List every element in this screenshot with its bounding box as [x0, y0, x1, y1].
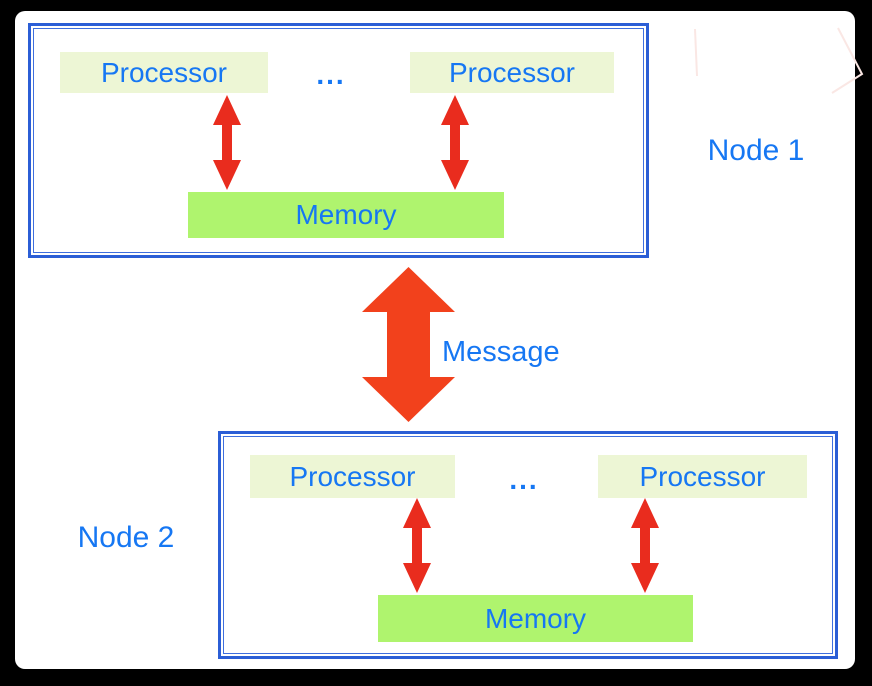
node1-processor-left: Processor — [60, 52, 268, 93]
node2-left-double-arrow-icon — [403, 498, 431, 593]
node1-right-double-arrow-icon — [441, 95, 469, 190]
node1-label: Node 1 — [707, 134, 805, 167]
node1-memory: Memory — [188, 192, 504, 238]
node2-ellipsis: ... — [509, 464, 539, 495]
node2-memory: Memory — [378, 595, 693, 642]
message-label: Message — [442, 336, 560, 368]
node1-box: Processor ... Processor Memory — [28, 23, 649, 258]
node2-label: Node 2 — [77, 521, 175, 554]
node2-processor-right: Processor — [598, 455, 807, 498]
node1-left-double-arrow-icon — [213, 95, 241, 190]
message-double-arrow-icon — [362, 267, 455, 422]
node1-ellipsis: ... — [316, 59, 346, 90]
watermark-lines — [694, 27, 864, 94]
diagram-canvas: Processor ... Processor Memory Node 1 Me… — [15, 11, 864, 669]
node2-processor-left: Processor — [250, 455, 455, 498]
node2-right-double-arrow-icon — [631, 498, 659, 593]
node1-processor-right: Processor — [410, 52, 614, 93]
node2-box: Processor ... Processor Memory — [218, 431, 838, 659]
